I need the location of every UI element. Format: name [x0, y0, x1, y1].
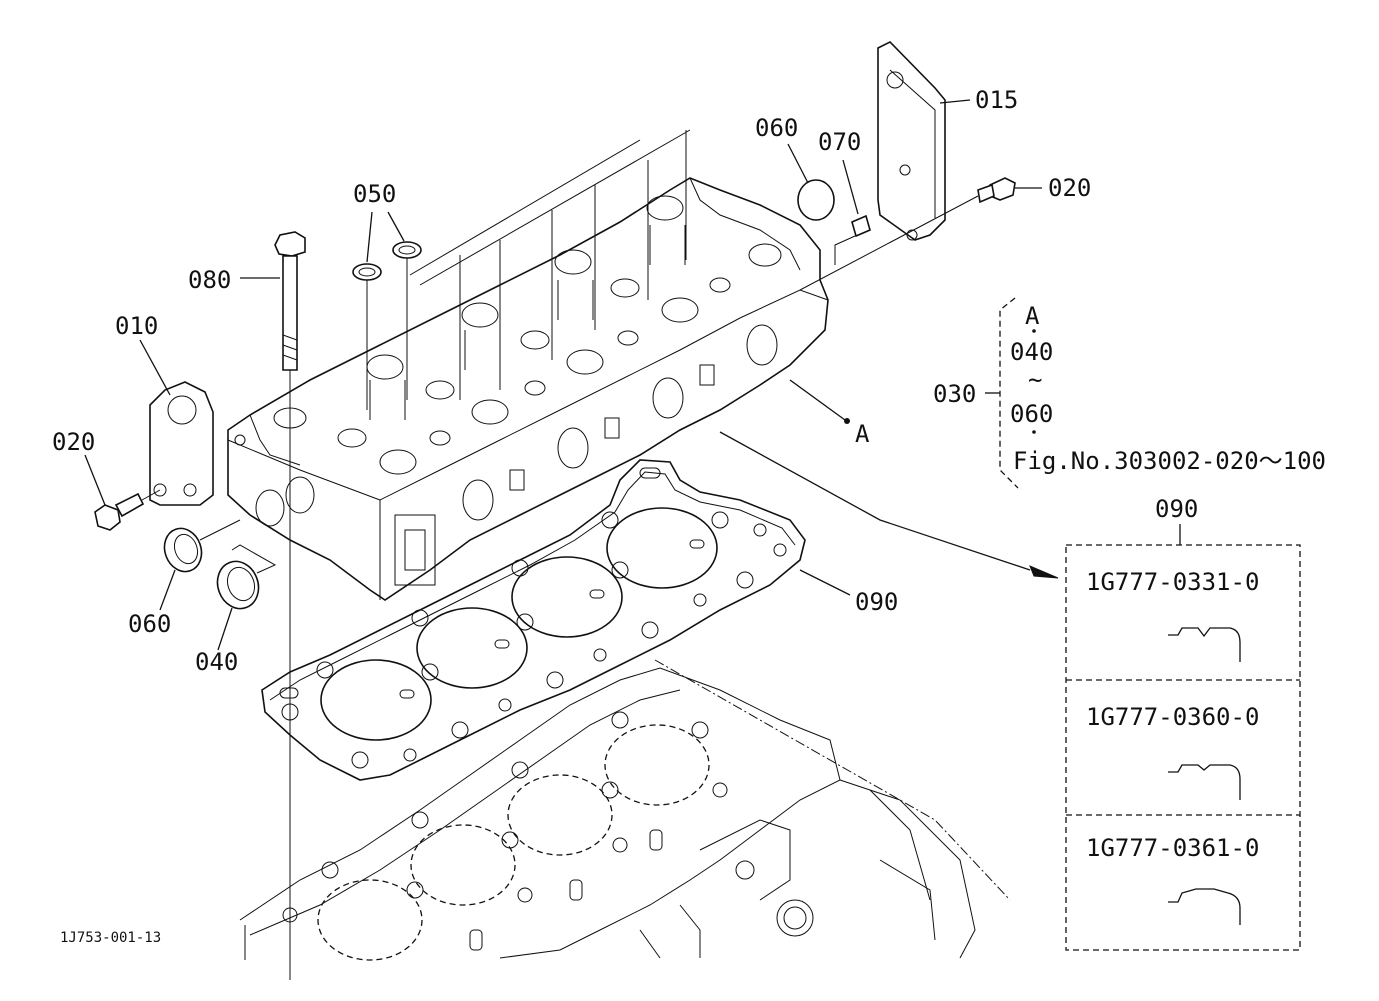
label-080: 080	[188, 266, 231, 294]
label-070: 070	[818, 128, 861, 156]
label-050: 050	[353, 180, 396, 208]
gasket-profile-1	[1168, 627, 1241, 662]
seal-040	[216, 544, 277, 610]
label-060-left: 060	[128, 610, 171, 638]
label-040: 040	[195, 648, 238, 676]
leader-010	[139, 339, 171, 396]
plug-070	[834, 159, 871, 265]
leader-060-left	[159, 569, 176, 611]
bracket-line-tilde: ~	[1028, 366, 1042, 394]
figure-id: 1J753-001-13	[60, 930, 161, 946]
bracket-030: 030 A 040 ~ 060 Fig.No.303002-020～100	[933, 297, 1326, 489]
engine-block	[239, 659, 1011, 961]
gasket-row-1: 1G777-0331-0	[1086, 568, 1259, 596]
gasket-table: 090 1G777-0331-0 1G777-0360-0 1G777-0361…	[1065, 495, 1301, 951]
gasket-profile-3	[1168, 888, 1241, 925]
o-rings-050	[352, 211, 422, 410]
label-060-right: 060	[755, 114, 798, 142]
leader-090	[799, 569, 851, 596]
label-090: 090	[855, 588, 898, 616]
gasket-profile-2	[1168, 764, 1241, 800]
arrow-head	[1029, 565, 1059, 579]
lifting-plate-010	[149, 381, 214, 506]
bracket-line-fig: Fig.No.303002-020～100	[1013, 447, 1326, 475]
label-020-left: 020	[52, 428, 95, 456]
bracket-line-040: 040	[1010, 338, 1053, 366]
seal-060-left	[163, 519, 241, 573]
plug-060-right	[787, 143, 835, 221]
label-010: 010	[115, 312, 158, 340]
label-a: A	[855, 420, 870, 448]
leader-gasket-callout	[719, 431, 1031, 571]
bracket-line-a: A	[1025, 302, 1040, 330]
marker-a-dot	[844, 418, 850, 424]
bolt-020-right	[799, 177, 1042, 291]
head-bolt-080	[274, 231, 306, 980]
leader-020-left	[84, 454, 106, 506]
gasket-row-2: 1G777-0360-0	[1086, 703, 1259, 731]
bracket-030-label: 030	[933, 380, 976, 408]
leader-a	[789, 379, 846, 421]
leader-040	[217, 607, 233, 651]
plate-015	[877, 41, 971, 241]
gasket-row-3: 1G777-0361-0	[1086, 834, 1259, 862]
gasket-table-title: 090	[1155, 495, 1198, 523]
head-gasket	[261, 459, 806, 781]
label-015: 015	[975, 86, 1018, 114]
label-020-right: 020	[1048, 174, 1091, 202]
cylinder-head	[227, 129, 829, 601]
bracket-line-060: 060	[1010, 400, 1053, 428]
